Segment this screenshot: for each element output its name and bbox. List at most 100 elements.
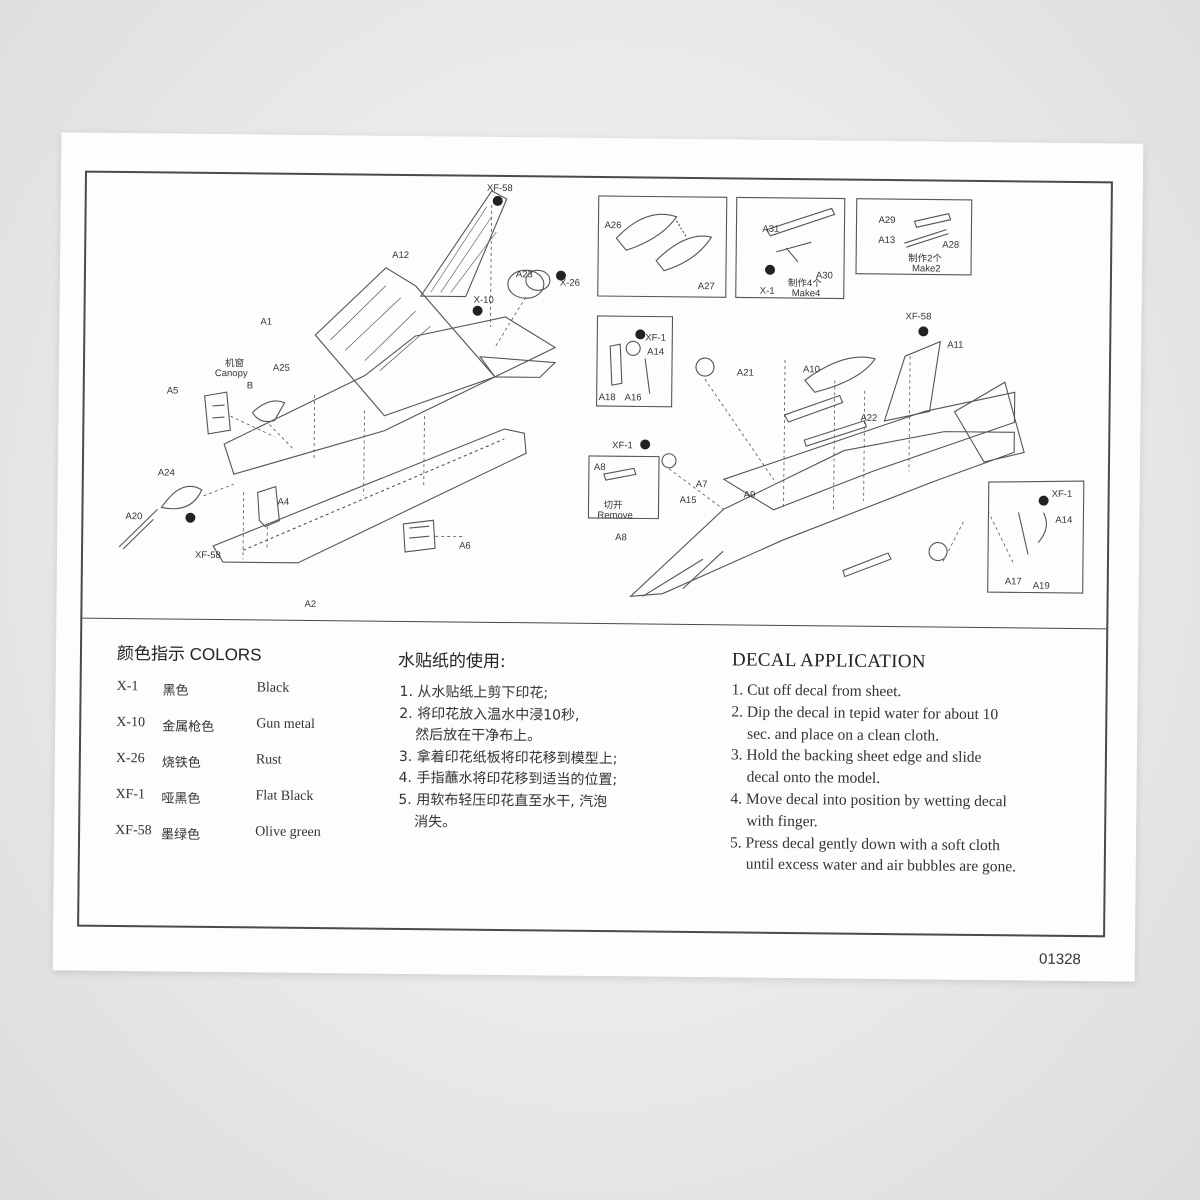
- paint-marker-x26: [555, 270, 566, 281]
- decal-step: 1. Cut off decal from sheet.: [731, 681, 902, 701]
- label-a19: A19: [1033, 581, 1050, 592]
- label-x10: X-10: [474, 295, 494, 306]
- tail-fin-part: [419, 190, 508, 298]
- upper-fuselage-part: [223, 316, 557, 475]
- color-name-en: Olive green: [255, 824, 321, 841]
- label-b: B: [247, 380, 253, 391]
- water-decal-step-cont: 然后放在干净布上。: [415, 727, 542, 745]
- label-a22: A22: [860, 413, 877, 424]
- exhaust-nozzle-part: [507, 269, 545, 299]
- label-a2: A2: [304, 599, 316, 610]
- ejection-seat-part: [257, 485, 280, 528]
- paint-marker-xf1-b: [640, 439, 651, 450]
- label-a4: A4: [277, 497, 289, 508]
- label-a14-b: A14: [1055, 515, 1072, 526]
- fuel-tank-part: [804, 356, 876, 393]
- label-a17: A17: [1005, 576, 1022, 587]
- label-a8-b: A8: [615, 532, 627, 543]
- paint-marker-x1: [765, 264, 776, 275]
- label-xf1-a: XF-1: [645, 332, 666, 343]
- label-make4-en: Make4: [792, 288, 821, 299]
- label-a11: A11: [947, 340, 963, 351]
- paint-marker-xf58: [492, 195, 503, 206]
- label-xf58: XF-58: [487, 183, 513, 194]
- color-name-en: Rust: [255, 752, 282, 768]
- decal-step: 4. Move decal into position by wetting d…: [730, 790, 1007, 811]
- label-make2-en: Make2: [912, 263, 941, 274]
- label-a29: A29: [878, 215, 895, 226]
- decal-step-cont: decal onto the model.: [746, 768, 881, 788]
- label-a27: A27: [698, 281, 715, 292]
- label-remove-en: Remove: [597, 510, 632, 521]
- detail-box-a8: [587, 455, 660, 520]
- paint-marker-xf58-nose: [185, 512, 196, 523]
- nose-cone-part: [160, 485, 203, 510]
- lower-fuselage-part: [212, 428, 527, 564]
- water-decal-step: 3. 拿着印花纸板将印花移到模型上;: [398, 748, 618, 767]
- right-main-wing: [722, 391, 1016, 511]
- label-a25: A25: [273, 363, 290, 374]
- label-make4-cn: 制作4个: [788, 277, 822, 289]
- main-wing-part: [314, 267, 496, 417]
- water-decal-steps: 1. 从水贴纸上剪下印花; 2. 将印花放入温水中浸10秒, 然后放在干净布上。…: [398, 682, 618, 835]
- label-a12: A12: [392, 250, 409, 261]
- label-remove-cn: 切开: [603, 500, 623, 511]
- label-make2-cn: 制作2个: [908, 252, 942, 264]
- label-xf1-b: XF-1: [612, 440, 633, 451]
- paint-marker-xf1: [635, 329, 646, 340]
- assembly-diagram: XF-58 A12 A23 X-26 X-10 A1 机窗 Canopy B A…: [118, 183, 1085, 610]
- label-a6: A6: [459, 541, 471, 552]
- label-a31: A31: [762, 224, 779, 235]
- label-a15: A15: [680, 495, 697, 506]
- label-a30: A30: [816, 270, 833, 281]
- label-a21: A21: [737, 367, 754, 378]
- water-decal-title: 水贴纸的使用:: [397, 650, 506, 673]
- detail-box-a31: [735, 196, 846, 300]
- label-a18: A18: [599, 392, 616, 403]
- label-xf1-c: XF-1: [1052, 489, 1073, 500]
- right-tail-fin: [883, 340, 941, 422]
- label-a14-a: A14: [647, 347, 664, 358]
- document-code: 01328: [1039, 950, 1081, 969]
- label-xf58-b: XF-58: [195, 550, 221, 561]
- decal-step: 2. Dip the decal in tepid water for abou…: [731, 703, 999, 723]
- decal-step-cont: sec. and place on a clean cloth.: [747, 725, 940, 745]
- decal-step: 3. Hold the backing sheet edge and slide: [730, 746, 982, 767]
- water-decal-step-cont: 消失。: [414, 813, 457, 831]
- instruction-frame: XF-58 A12 A23 X-26 X-10 A1 机窗 Canopy B A…: [77, 170, 1113, 968]
- label-a16: A16: [625, 392, 642, 403]
- decal-step-cont: with finger.: [746, 812, 818, 831]
- detail-box-a29: [855, 198, 973, 276]
- detail-box-a14: [596, 315, 674, 408]
- stabilizer-part: [478, 356, 557, 378]
- label-a13: A13: [878, 235, 895, 246]
- paint-marker-xf58-fin: [918, 326, 929, 337]
- label-xf58-c: XF-58: [905, 311, 931, 322]
- label-a20: A20: [125, 511, 142, 522]
- water-decal-step: 1. 从水贴纸上剪下印花;: [399, 683, 549, 702]
- label-a8-a: A8: [594, 462, 606, 473]
- colors-title: 颜色指示 COLORS: [117, 639, 262, 666]
- label-canopy-en: Canopy: [215, 368, 248, 379]
- color-name-en: Flat Black: [255, 788, 314, 805]
- decal-application-steps: 1. Cut off decal from sheet. 2. Dip the …: [730, 679, 1018, 878]
- label-a28: A28: [942, 240, 959, 251]
- decal-step: 5. Press decal gently down with a soft c…: [729, 833, 1001, 854]
- label-a23: A23: [516, 269, 533, 280]
- decal-step-cont: until excess water and air bubbles are g…: [745, 855, 1017, 876]
- label-a9: A9: [744, 490, 756, 501]
- label-a5: A5: [167, 385, 179, 396]
- instruction-sheet: XF-58 A12 A23 X-26 X-10 A1 机窗 Canopy B A…: [52, 132, 1144, 982]
- right-fuselage: [629, 431, 1015, 598]
- canopy-part: [251, 400, 286, 423]
- label-a10: A10: [803, 364, 820, 375]
- color-name-en: Gun metal: [256, 716, 316, 733]
- decal-application-title: DECAL APPLICATION: [731, 649, 926, 673]
- label-a24: A24: [158, 467, 175, 478]
- color-name-en: Black: [256, 680, 290, 696]
- label-a1: A1: [260, 316, 272, 327]
- label-x1: X-1: [760, 286, 775, 297]
- water-decal-step: 2. 将印花放入温水中浸10秒,: [399, 705, 580, 724]
- detail-box-a26: [597, 195, 728, 298]
- label-canopy-cn: 机窗: [225, 357, 244, 369]
